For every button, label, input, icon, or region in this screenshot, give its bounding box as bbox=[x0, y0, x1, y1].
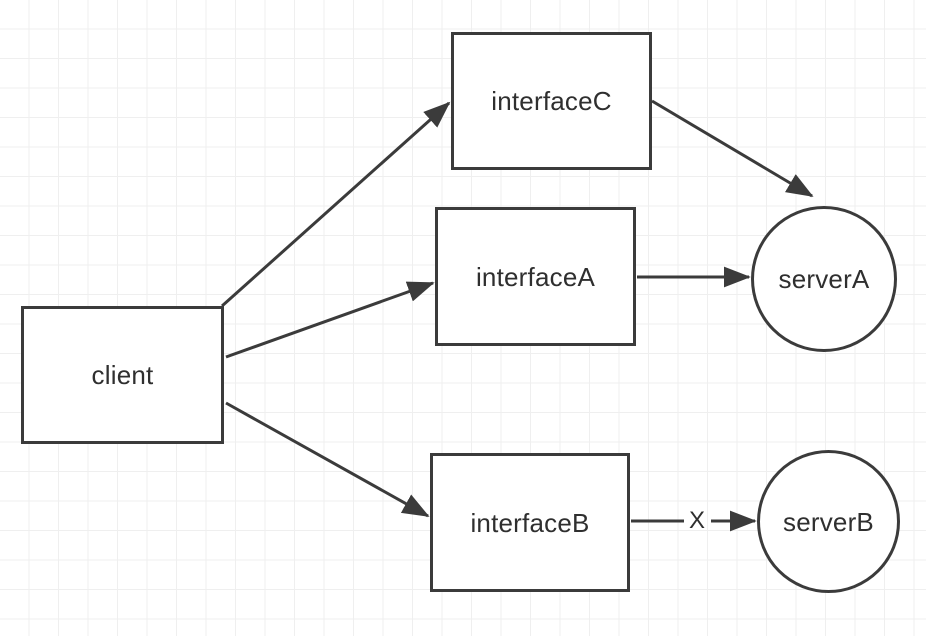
edge-label-interfaceB-to-serverB: X bbox=[688, 507, 706, 534]
node-interfaceB-label: interfaceB bbox=[470, 507, 590, 538]
edge-client-to-interfaceA bbox=[225, 281, 435, 359]
edge-client-to-interfaceB bbox=[225, 401, 430, 518]
node-serverA-label: serverA bbox=[778, 264, 870, 294]
node-serverB[interactable]: serverB bbox=[757, 450, 900, 593]
node-interfaceC[interactable]: interfaceC bbox=[451, 32, 652, 170]
node-interfaceC-label: interfaceC bbox=[491, 86, 612, 116]
node-client[interactable]: client bbox=[21, 306, 224, 444]
node-interfaceB[interactable]: interfaceB bbox=[430, 453, 630, 592]
edge-interfaceC-to-serverA bbox=[651, 99, 814, 198]
node-interfaceA-label: interfaceA bbox=[475, 261, 596, 292]
node-interfaceA[interactable]: interfaceA bbox=[435, 207, 636, 346]
edge-client-to-interfaceC bbox=[221, 101, 451, 308]
node-serverA[interactable]: serverA bbox=[751, 206, 897, 352]
node-serverB-label: serverB bbox=[783, 506, 874, 537]
node-client-label: client bbox=[91, 360, 154, 390]
